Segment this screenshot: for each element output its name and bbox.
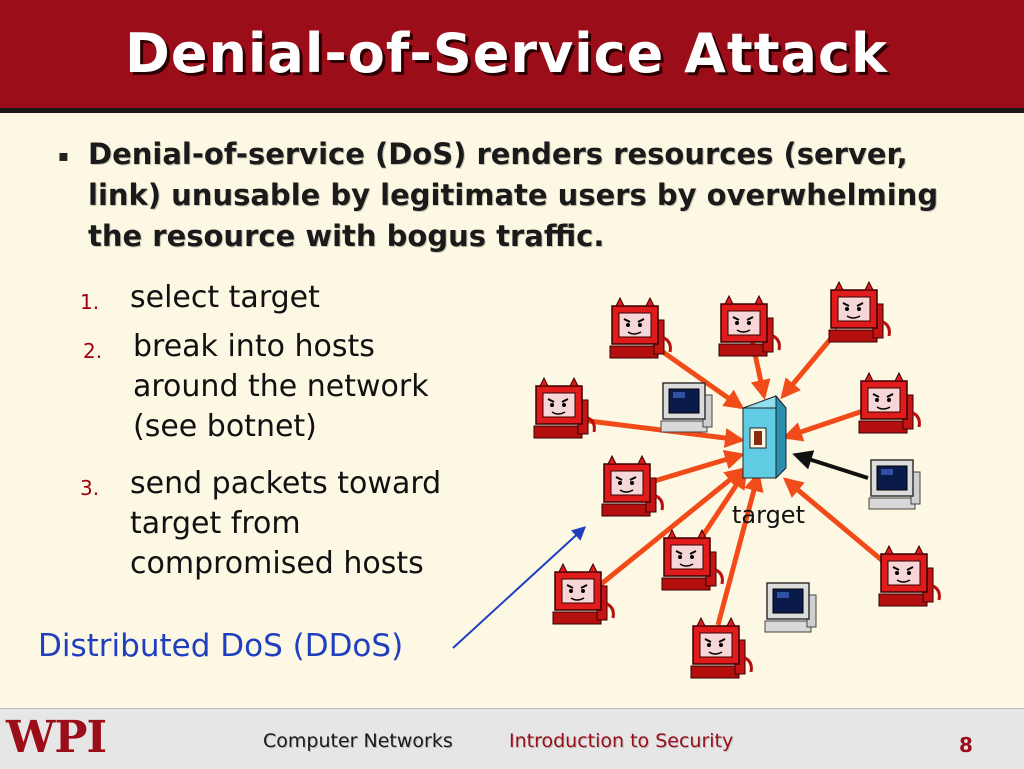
page-number: 8 xyxy=(959,733,973,757)
normal-host-icon xyxy=(868,459,921,510)
title-bar xyxy=(0,0,1024,113)
step-3-text: send packets toward target from compromi… xyxy=(130,464,441,584)
intro-line: link) unusable by legitimate users by ov… xyxy=(88,178,939,212)
compromised-host-icon xyxy=(827,280,891,344)
compromised-host-icon xyxy=(608,296,672,360)
ddos-pointer-arrow xyxy=(452,526,587,649)
footer-topic: Introduction to Security xyxy=(509,730,734,752)
intro-line: the resource with bogus traffic. xyxy=(88,219,605,253)
compromised-host-icon xyxy=(660,528,724,592)
compromised-host-icon xyxy=(717,294,781,358)
step-number: 1. xyxy=(80,290,100,314)
footer-course: Computer Networks xyxy=(263,730,453,752)
compromised-host-icon xyxy=(551,562,615,626)
compromised-host-icon xyxy=(600,454,664,518)
wpi-logo: WPI xyxy=(6,712,107,763)
step-line: around the network xyxy=(133,369,429,404)
step-line: break into hosts xyxy=(133,329,375,364)
compromised-host-icon xyxy=(689,616,753,680)
intro-line: Denial-of-service (DoS) renders resource… xyxy=(88,137,908,171)
step-number: 2. xyxy=(83,339,103,363)
step-2-text: break into hosts around the network (see… xyxy=(133,327,429,447)
step-1-text: select target xyxy=(130,278,320,318)
step-line: send packets toward xyxy=(130,466,442,501)
compromised-host-icon xyxy=(532,376,596,440)
target-label: target xyxy=(732,501,805,529)
ddos-label: Distributed DoS (DDoS) xyxy=(38,628,404,664)
normal-host-icon xyxy=(764,582,817,633)
step-line: (see botnet) xyxy=(133,409,317,444)
ddos-diagram xyxy=(452,280,941,680)
step-line: compromised hosts xyxy=(130,546,424,581)
footer-bar xyxy=(0,708,1024,769)
normal-host-icon xyxy=(660,382,713,433)
step-number: 3. xyxy=(80,476,100,500)
compromised-host-icon xyxy=(877,544,941,608)
slide-title: Denial-of-Service Attack xyxy=(125,22,888,85)
step-line: select target xyxy=(130,280,320,315)
legit-traffic-arrow xyxy=(792,450,869,480)
bullet-marker: ▪ xyxy=(58,146,69,165)
step-line: target from xyxy=(130,506,301,541)
intro-paragraph: Denial-of-service (DoS) renders resource… xyxy=(88,134,968,257)
compromised-host-icon xyxy=(857,371,921,435)
target-server-icon xyxy=(742,394,787,480)
